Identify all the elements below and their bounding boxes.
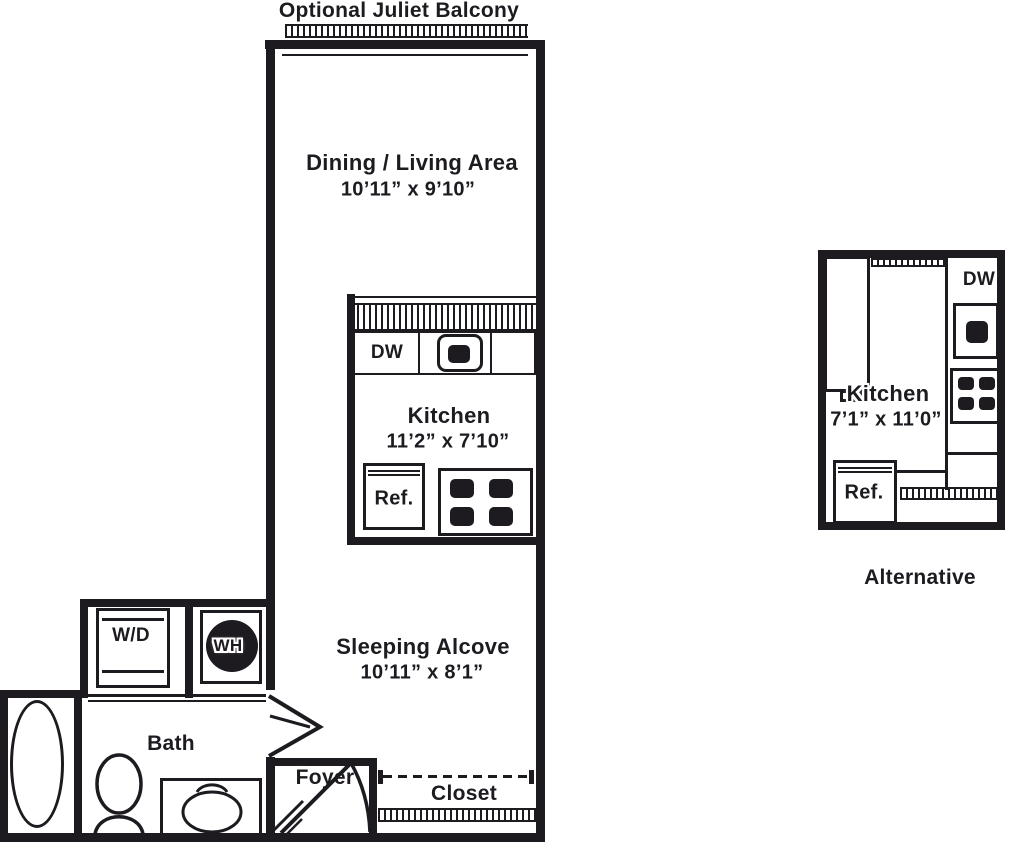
alt-shelf-hatch xyxy=(900,487,997,500)
wall-alt-bottom xyxy=(818,522,1005,530)
alt-sink-basin xyxy=(966,321,988,343)
alt-dishwasher-label: DW xyxy=(962,269,996,290)
alt-refrigerator xyxy=(833,460,897,524)
kitchen-sink xyxy=(437,334,483,372)
alt-stove xyxy=(950,368,1000,424)
wall-alt-right xyxy=(997,250,1005,530)
foyer-label: Foyer xyxy=(295,766,355,789)
alt-sink xyxy=(953,303,999,359)
closet-label: Closet xyxy=(431,782,497,805)
water-heater-label: WH xyxy=(213,636,243,655)
alt-connector-line xyxy=(897,470,947,473)
balcony-railing xyxy=(285,24,528,38)
wall-alt-left xyxy=(818,250,826,530)
bath-door-swing-line xyxy=(269,714,311,729)
counter-divider-1 xyxy=(418,331,420,375)
alt-refrigerator-label: Ref. xyxy=(844,481,884,504)
toilet-bowl xyxy=(95,753,143,815)
refrigerator-detail-line xyxy=(368,474,420,476)
wall-kitchen-left xyxy=(347,294,355,544)
kitchen-counter xyxy=(351,331,536,375)
bathtub xyxy=(10,700,64,828)
wall-main-left-upper xyxy=(266,40,275,690)
closet-rod-bracket xyxy=(529,770,534,784)
wall-main-left-lower xyxy=(266,757,275,842)
closet-rod-bracket xyxy=(378,770,383,784)
wd-bifold-door-line xyxy=(88,694,266,697)
burner xyxy=(489,507,513,526)
water-heater xyxy=(206,620,258,672)
wall-alt-top xyxy=(818,250,1005,258)
bath-door xyxy=(267,694,324,758)
alt-pantry-counter xyxy=(824,256,870,392)
alt-refrigerator-detail-line xyxy=(838,467,892,469)
closet-shelf xyxy=(378,808,536,822)
alt-kitchen-dims: 7’1” x 11’0” xyxy=(830,408,942,431)
wall-main-right xyxy=(536,40,545,842)
refrigerator-detail-line xyxy=(368,470,420,472)
washer-dryer-detail-line xyxy=(102,670,164,673)
burner xyxy=(450,507,474,526)
kitchen-sink-basin xyxy=(448,345,470,363)
burner xyxy=(979,377,995,390)
washer-dryer-detail-line xyxy=(102,618,164,621)
alt-counter-edge xyxy=(945,258,948,490)
burner xyxy=(958,377,974,390)
dishwasher-label: DW xyxy=(370,342,404,363)
water-heater-enclosure xyxy=(200,610,262,684)
alt-counter-stub xyxy=(840,390,862,402)
alt-kitchen-label: Kitchen xyxy=(846,381,930,406)
window-top xyxy=(282,54,528,56)
wall-wd-top xyxy=(80,599,274,607)
kitchen-upper-cabinets xyxy=(351,303,536,331)
sleeping-alcove-label: Sleeping Alcove xyxy=(336,634,510,659)
refrigerator-label: Ref. xyxy=(374,487,414,510)
wd-bifold-door-line xyxy=(88,700,266,702)
wall-foyer-right xyxy=(369,758,377,842)
closet-rod xyxy=(383,775,530,778)
alternative-caption: Alternative xyxy=(864,566,976,589)
burner xyxy=(979,397,995,410)
dining-living-label: Dining / Living Area xyxy=(306,150,518,175)
stove xyxy=(438,468,533,536)
bath-label: Bath xyxy=(147,732,195,755)
counter-divider-2 xyxy=(490,331,492,375)
kitchen-counter-top-line xyxy=(351,296,536,298)
washer-dryer-label: W/D xyxy=(112,625,150,646)
wall-tub-divider xyxy=(74,690,82,835)
wall-bath-top xyxy=(0,690,88,698)
kitchen-dims: 11’2” x 7’10” xyxy=(386,430,510,453)
burner xyxy=(958,397,974,410)
washer-dryer xyxy=(96,608,170,688)
wall-kitchen-bottom xyxy=(347,537,536,545)
wall-foyer-top xyxy=(267,758,377,766)
wall-bath-left xyxy=(0,690,8,842)
toilet-base xyxy=(93,815,145,835)
wall-wd-mid xyxy=(185,599,193,698)
burner xyxy=(489,479,513,498)
alt-window-ticks xyxy=(871,258,946,267)
alt-counter-bottom xyxy=(945,452,997,455)
burner xyxy=(450,479,474,498)
vanity xyxy=(160,778,262,836)
balcony-label: Optional Juliet Balcony xyxy=(278,0,520,22)
wall-main-top xyxy=(265,40,545,49)
sleeping-alcove-dims: 10’11” x 8’1” xyxy=(360,661,484,684)
alt-refrigerator-detail-line xyxy=(838,471,892,473)
dining-living-dims: 10’11” x 9’10” xyxy=(340,178,476,201)
kitchen-label: Kitchen xyxy=(407,403,491,428)
wall-wd-left xyxy=(80,599,88,698)
